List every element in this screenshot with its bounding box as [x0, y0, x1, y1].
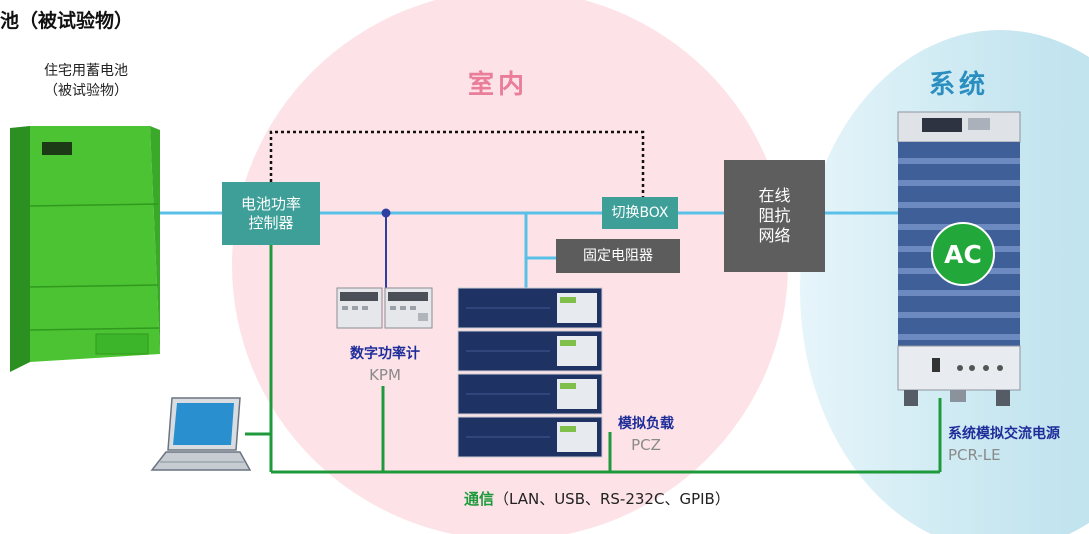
- load-label: 模拟负载 PCZ: [608, 414, 684, 456]
- load-name: 模拟负载: [618, 416, 674, 432]
- ac-badge: AC: [931, 222, 995, 286]
- ac-source-icon: [897, 111, 1021, 406]
- measurement-tap-node: [381, 208, 391, 218]
- fixed-resistor-label: 固定电阻器: [583, 247, 653, 264]
- power-meter-model: KPM: [369, 366, 401, 384]
- laptop-icon: [150, 397, 252, 471]
- comm-title: 通信: [464, 490, 495, 508]
- network-label-line2: 阻抗: [758, 206, 791, 225]
- power-meter-icon: [336, 287, 433, 329]
- battery-note: （被试验物）: [44, 83, 128, 99]
- load-model: PCZ: [631, 436, 661, 454]
- switch-box-label: 切换BOX: [611, 204, 669, 221]
- system-title: 系统: [929, 70, 990, 100]
- power-meter-label: 数字功率计 KPM: [330, 344, 440, 386]
- battery-icon: [10, 126, 160, 372]
- indoor-title: 室内: [468, 70, 529, 100]
- battery-name: 住宅用蓄电池: [44, 63, 128, 79]
- indoor-region: [232, 0, 788, 534]
- impedance-network-box: 在线 阻抗 网络: [724, 160, 825, 272]
- battery-label: 住宅用蓄电池 （被试验物）: [26, 61, 146, 101]
- network-label-line3: 网络: [758, 226, 791, 245]
- comm-protocols: （LAN、USB、RS-232C、GPIB）: [494, 490, 730, 508]
- battery-power-controller: 电池功率 控制器: [222, 182, 320, 245]
- ac-source-name: 系统模拟交流电源: [948, 426, 1060, 442]
- controller-label-line1: 电池功率: [240, 194, 301, 213]
- controller-label-line2: 控制器: [248, 213, 294, 232]
- comm-line: [245, 245, 942, 474]
- control-dotted-line: [269, 130, 645, 197]
- ac-source-label: 系统模拟交流电源 PCR-LE: [948, 424, 1060, 466]
- switch-box: 切换BOX: [602, 197, 678, 229]
- network-label-line1: 在线: [758, 186, 791, 205]
- load-stack-icon: [457, 287, 603, 458]
- ac-source-model: PCR-LE: [948, 446, 1001, 464]
- page-title: 池（被试验物）: [0, 10, 134, 32]
- power-line: [160, 211, 900, 290]
- comm-label: 通信（LAN、USB、RS-232C、GPIB）: [464, 488, 730, 509]
- fixed-resistor-box: 固定电阻器: [556, 239, 680, 273]
- power-meter-name: 数字功率计: [350, 346, 420, 362]
